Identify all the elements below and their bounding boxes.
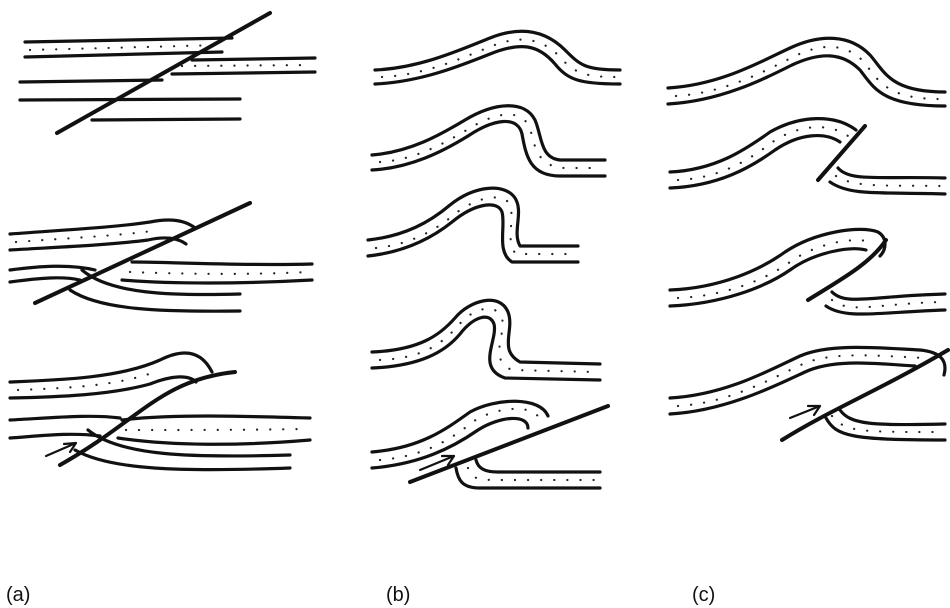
panel-a-drawings bbox=[10, 13, 315, 470]
panel-b-stage-5 bbox=[372, 401, 608, 488]
panel-label-b: (b) bbox=[386, 584, 410, 607]
panel-a-stage-2 bbox=[10, 203, 312, 311]
slip-arrow-icon bbox=[790, 406, 820, 418]
fault-line bbox=[35, 203, 250, 303]
panel-c-stage-1 bbox=[668, 38, 945, 106]
panel-b-stage-2 bbox=[372, 106, 605, 176]
slip-arrow-icon bbox=[46, 443, 76, 456]
panel-a-stage-3 bbox=[10, 353, 310, 470]
panel-c-stage-3 bbox=[670, 229, 945, 314]
panel-c-drawings bbox=[668, 38, 948, 440]
panel-c-stage-2 bbox=[670, 119, 945, 194]
panel-label-a: (a) bbox=[6, 584, 30, 607]
panel-a-stage-1 bbox=[20, 13, 315, 133]
panel-b-stage-3 bbox=[368, 188, 578, 262]
panel-label-c: (c) bbox=[692, 584, 715, 607]
panel-b-drawings bbox=[368, 31, 620, 488]
panel-b-stage-4 bbox=[372, 300, 600, 380]
panel-b-stage-1 bbox=[375, 31, 620, 84]
panel-c-stage-4 bbox=[670, 347, 948, 440]
